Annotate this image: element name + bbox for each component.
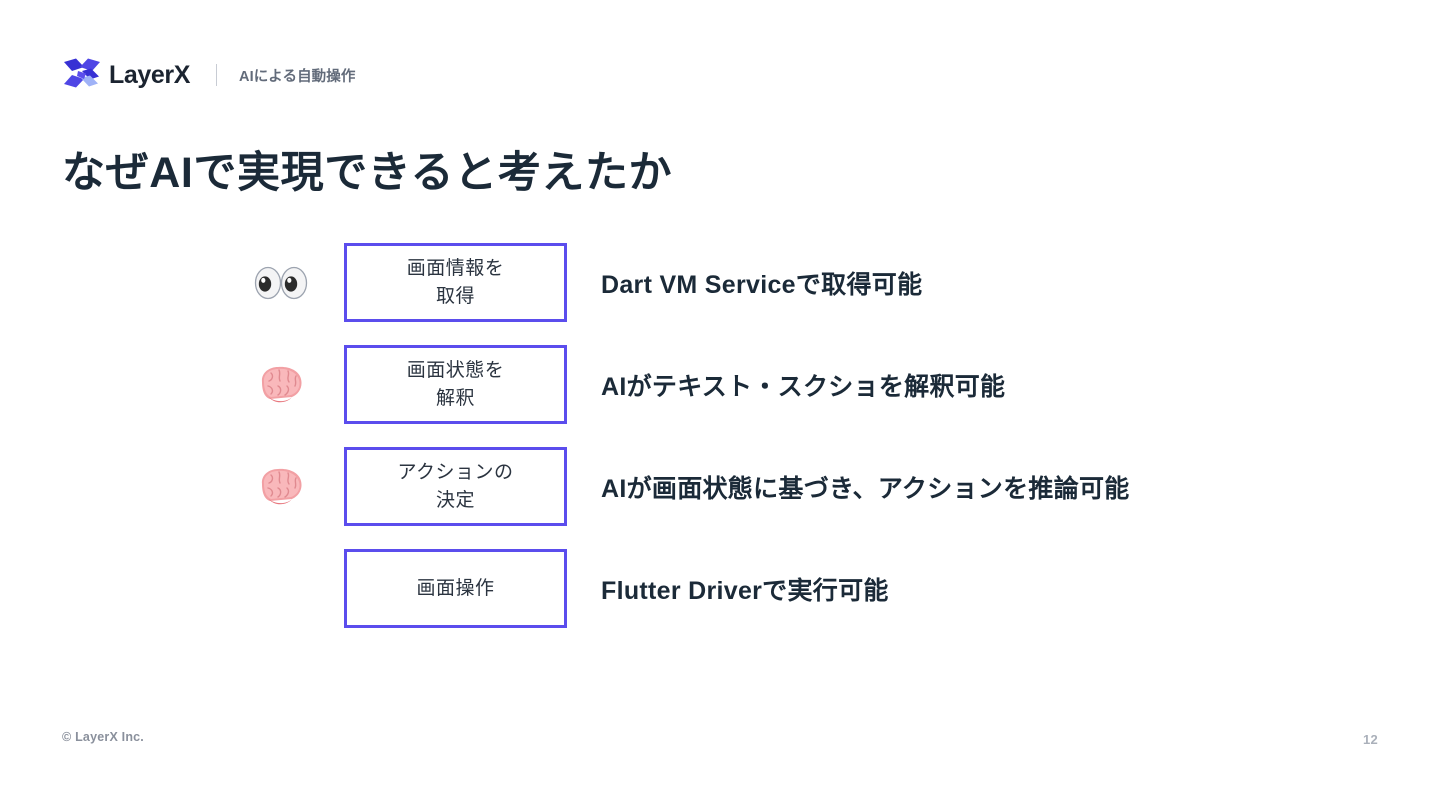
step-box-line: 画面状態を [406, 359, 505, 381]
footer-copyright: © LayerX Inc. [62, 730, 144, 744]
step-box-line: 画面操作 [416, 577, 495, 599]
step-description: Dart VM Serviceで取得可能 [601, 270, 923, 299]
layerx-logo-icon [62, 58, 102, 92]
step-row: 画面情報を 取得 Dart VM Serviceで取得可能 [250, 243, 1400, 322]
steps-list: 画面情報を 取得 Dart VM Serviceで取得可能 [250, 243, 1400, 651]
brain-emoji-icon [250, 345, 312, 424]
eyes-emoji-icon [250, 243, 312, 322]
step-box: アクションの 決定 [344, 447, 567, 526]
step-description: AIが画面状態に基づき、アクションを推論可能 [601, 474, 1130, 503]
step-description: Flutter Driverで実行可能 [601, 576, 889, 605]
slide-header: LayerX AIによる自動操作 [62, 57, 355, 93]
page-title: なぜAIで実現できると考えたか [62, 148, 673, 197]
step-box-line: 解釈 [435, 387, 475, 409]
step-description: AIがテキスト・スクショを解釈可能 [601, 372, 1006, 401]
step-box: 画面操作 [344, 549, 567, 628]
footer-page-number: 12 [1362, 732, 1378, 747]
step-box-line: 画面情報を [406, 257, 505, 279]
step-row: 画面操作 Flutter Driverで実行可能 [250, 549, 1400, 628]
brain-emoji-icon [250, 447, 312, 526]
step-box-line: 決定 [435, 489, 475, 511]
step-box: 画面情報を 取得 [344, 243, 567, 322]
step-row: アクションの 決定 AIが画面状態に基づき、アクションを推論可能 [250, 447, 1400, 526]
step-box-line: 取得 [435, 285, 475, 307]
layerx-wordmark: LayerX [109, 60, 190, 89]
header-subtitle: AIによる自動操作 [239, 68, 356, 85]
no-icon-placeholder [250, 549, 312, 628]
step-box-line: アクションの [397, 461, 514, 483]
header-divider [216, 64, 217, 86]
step-row: 画面状態を 解釈 AIがテキスト・スクショを解釈可能 [250, 345, 1400, 424]
step-box: 画面状態を 解釈 [344, 345, 567, 424]
